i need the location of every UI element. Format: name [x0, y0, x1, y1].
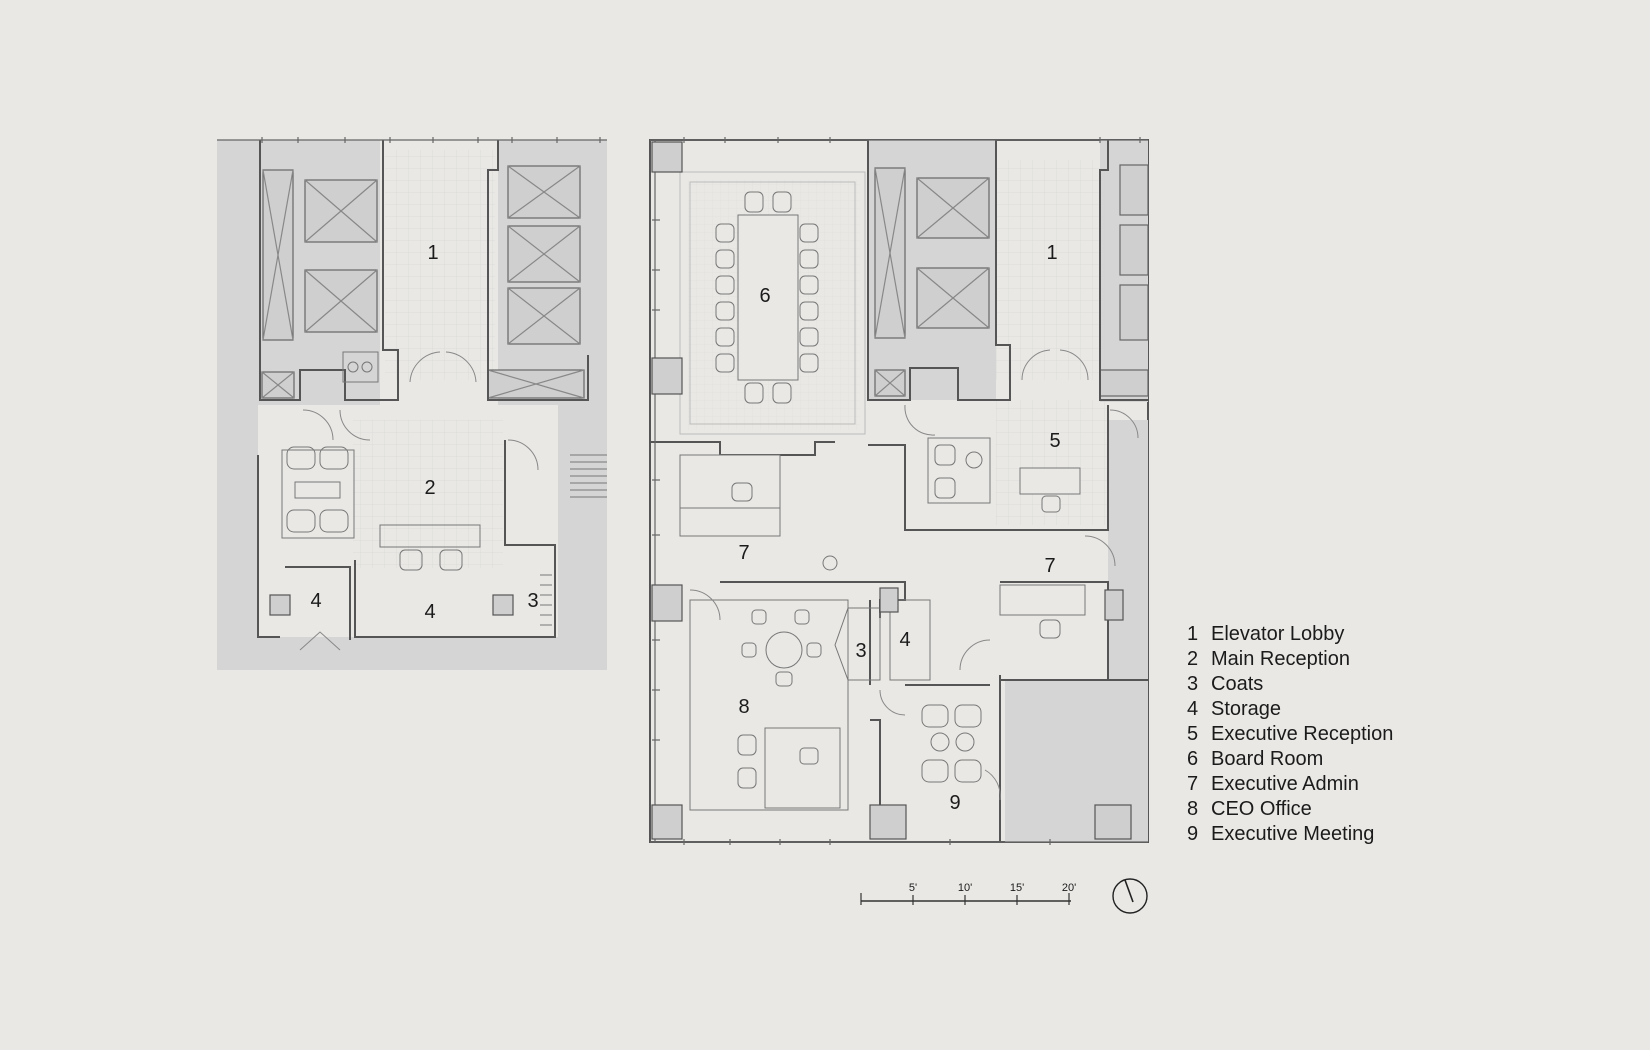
legend-item: 2 Main Reception [1187, 647, 1393, 672]
legend-label: Coats [1211, 673, 1264, 695]
room-number-left-4b: 4 [424, 601, 435, 623]
legend-item: 3 Coats [1187, 672, 1393, 697]
legend-label: Executive Meeting [1211, 823, 1375, 845]
room-number-right-7b: 7 [1044, 555, 1055, 577]
room-number-right-8: 8 [738, 696, 749, 718]
legend-label: Board Room [1211, 748, 1324, 770]
room-number-right-1: 1 [1046, 242, 1057, 264]
legend-item: 7 Executive Admin [1187, 772, 1393, 797]
facade-mullions-right [650, 137, 1148, 845]
north-arrow-icon [1112, 878, 1148, 914]
legend-number: 8 [1187, 798, 1199, 820]
scale-label-5: 5' [909, 882, 917, 894]
elevator-shafts-right [874, 164, 1149, 397]
executive-meeting-furniture [921, 704, 982, 783]
legend-item: 4 Storage [1187, 697, 1393, 722]
scale-bar: 5' 10' 15' 20' [860, 882, 1076, 905]
stairs-left [540, 454, 607, 626]
board-table [715, 191, 819, 404]
legend-item: 5 Executive Reception [1187, 722, 1393, 747]
reception-furniture [281, 351, 481, 571]
facade-mullions-left [217, 137, 607, 143]
room-legend: 1 Elevator Lobby 2 Main Reception 3 Coats 4… [1187, 622, 1393, 847]
executive-admin-furniture [679, 454, 1086, 639]
legend-label: CEO Office [1211, 798, 1312, 820]
elevator-shafts-left [261, 165, 585, 399]
room-number-left-3: 3 [527, 590, 538, 612]
room-number-right-9: 9 [949, 792, 960, 814]
scale-label-15: 15' [1010, 882, 1024, 894]
scale-label-10: 10' [958, 882, 972, 894]
legend-number: 4 [1187, 698, 1199, 720]
legend-label: Executive Reception [1211, 723, 1394, 745]
legend-label: Executive Admin [1211, 773, 1359, 795]
legend-item: 6 Board Room [1187, 747, 1393, 772]
legend-label: Storage [1211, 698, 1282, 720]
legend-number: 5 [1187, 723, 1199, 745]
executive-reception-furniture [927, 437, 1081, 513]
walls-left [257, 140, 589, 640]
right-floor-plan: 6 1 5 7 7 3 4 8 9 [649, 137, 1149, 845]
room-number-right-7a: 7 [738, 542, 749, 564]
room-number-right-4: 4 [899, 629, 910, 651]
legend-number: 6 [1187, 748, 1199, 770]
legend-number: 3 [1187, 673, 1199, 695]
legend-number: 7 [1187, 773, 1199, 795]
room-number-left-4a: 4 [310, 590, 321, 612]
scale-label-20: 20' [1062, 882, 1076, 894]
room-number-left-1: 1 [427, 242, 438, 264]
legend-number: 1 [1187, 623, 1199, 645]
closets-right [834, 599, 931, 681]
room-number-right-5: 5 [1049, 430, 1060, 452]
room-number-right-3: 3 [855, 640, 866, 662]
columns-right [651, 141, 1132, 840]
left-floor-plan: 1 2 4 4 3 [217, 137, 607, 670]
columns-left [269, 594, 514, 616]
room-number-right-6: 6 [759, 285, 770, 307]
room-number-left-2: 2 [424, 477, 435, 499]
legend-number: 9 [1187, 823, 1199, 845]
legend-item: 1 Elevator Lobby [1187, 622, 1393, 647]
legend-number: 2 [1187, 648, 1199, 670]
legend-item: 8 CEO Office [1187, 797, 1393, 822]
board-room-rug [679, 171, 866, 435]
legend-label: Main Reception [1211, 648, 1350, 670]
doors-right [689, 349, 1139, 801]
ceo-office-furniture [689, 599, 849, 811]
legend-label: Elevator Lobby [1211, 623, 1345, 645]
doors-left [299, 351, 539, 651]
legend-item: 9 Executive Meeting [1187, 822, 1393, 847]
